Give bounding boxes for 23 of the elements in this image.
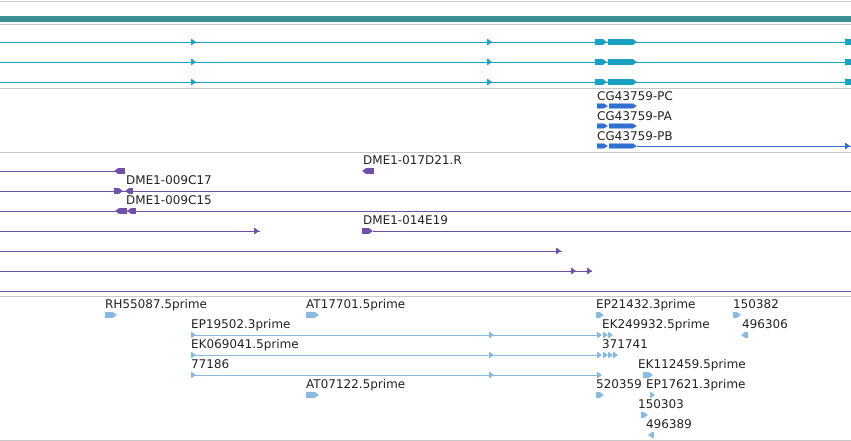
feature-label: DME1-014E19 xyxy=(363,213,448,227)
feature-label: AT07122.5prime xyxy=(306,377,406,391)
feature-label: AT17701.5prime xyxy=(306,297,406,311)
feature-label: EK069041.5prime xyxy=(191,337,299,351)
feature-label: EK112459.5prime xyxy=(638,357,746,371)
feature-label: EK249932.5prime xyxy=(602,317,710,331)
feature-label: 371741 xyxy=(602,337,648,351)
feature-label: DME1-009C17 xyxy=(126,173,212,187)
feature-label: 496306 xyxy=(742,317,788,331)
feature-label: EP17621.3prime xyxy=(646,377,746,391)
feature-label: 150303 xyxy=(638,397,684,411)
feature-label: DME1-017D21.R xyxy=(363,153,462,167)
feature-label: EP19502.3prime xyxy=(191,317,290,331)
feature-label: 520359 xyxy=(596,377,642,391)
feature-label: 77186 xyxy=(191,357,230,371)
feature-label: 150382 xyxy=(733,297,779,311)
feature-label: CG43759-PA xyxy=(597,109,672,123)
feature-label: EP21432.3prime xyxy=(596,297,696,311)
feature-label: DME1-009C15 xyxy=(126,193,212,207)
feature-label: 496389 xyxy=(646,417,692,431)
feature-label: CG43759-PB xyxy=(597,129,673,143)
feature-label: RH55087.5prime xyxy=(105,297,207,311)
feature-label: CG43759-PC xyxy=(597,89,673,103)
